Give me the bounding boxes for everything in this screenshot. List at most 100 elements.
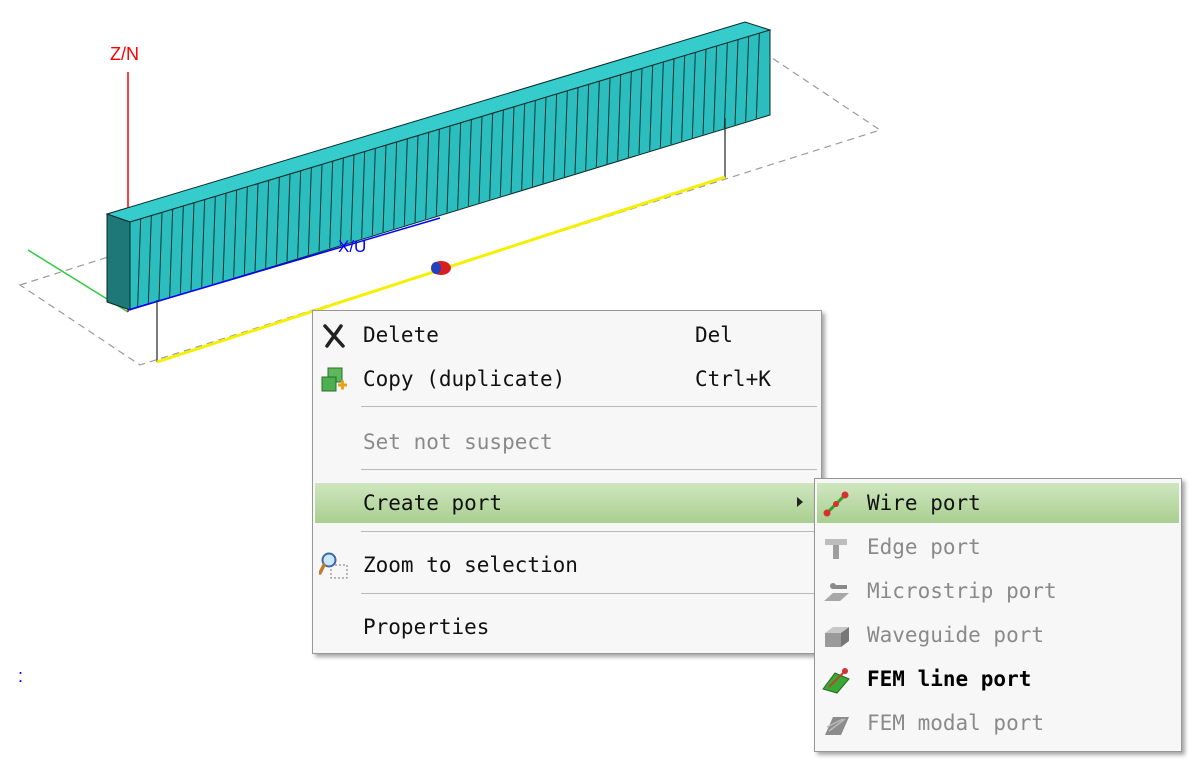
menu-item-label: Zoom to selection — [363, 553, 578, 577]
delete-x-icon — [323, 324, 345, 348]
menu-separator — [361, 469, 817, 470]
beam-mesh-line — [222, 193, 227, 281]
beam-mesh-line — [563, 90, 568, 177]
beam-mesh-line — [339, 157, 344, 246]
menu-item-label: Set not suspect — [363, 430, 553, 454]
context-menu: Delete Del Copy (duplicate) Ctrl+K Set n… — [312, 310, 822, 654]
menu-separator — [361, 531, 817, 532]
menu-item-label: Edge port — [867, 535, 981, 559]
beam-mesh-line — [243, 186, 248, 275]
beam-mesh-line — [755, 33, 760, 119]
beam-mesh-line — [137, 218, 142, 307]
beam-mesh-line — [393, 141, 398, 229]
menu-item-label: Delete — [363, 323, 439, 347]
z-axis-label: Z/N — [110, 44, 139, 64]
beam-mesh-line — [649, 65, 654, 151]
menu-item-delete[interactable]: Delete Del — [315, 315, 819, 355]
menu-item-label: Properties — [363, 615, 490, 639]
beam-mesh-line — [638, 68, 643, 155]
beam-mesh-line — [233, 189, 238, 278]
beam-mesh-line — [499, 109, 504, 197]
beam-mesh-line — [318, 164, 323, 252]
beam-solid[interactable] — [105, 21, 772, 311]
beam-mesh-line — [627, 71, 632, 158]
create-port-submenu: Wire port Edge port Microstrip port Wave… — [814, 478, 1182, 752]
beam-mesh-line — [307, 167, 312, 255]
beam-mesh-line — [617, 74, 622, 161]
beam-mesh-line — [606, 77, 611, 164]
beam-mesh-line — [510, 106, 515, 194]
menu-item-zoom-to-selection[interactable]: Zoom to selection — [315, 545, 819, 585]
menu-item-set-not-suspect[interactable]: Set not suspect — [315, 422, 819, 462]
submenu-item-wire-port[interactable]: Wire port — [817, 483, 1179, 523]
menu-item-label: FEM modal port — [867, 711, 1045, 735]
beam-mesh-line — [147, 215, 152, 304]
beam-mesh-line — [211, 196, 216, 285]
beam-mesh-line — [681, 55, 686, 142]
beam-end-face — [106, 213, 131, 311]
beam-mesh-line — [361, 151, 366, 239]
beam-mesh-line — [585, 84, 590, 171]
beam-mesh-line — [403, 138, 408, 226]
beam-mesh-line — [542, 97, 547, 184]
beam-mesh-line — [350, 154, 355, 242]
submenu-item-edge-port[interactable]: Edge port — [817, 527, 1179, 567]
beam-mesh-line — [478, 116, 483, 203]
menu-separator — [361, 593, 817, 594]
beam-mesh-line — [734, 39, 739, 125]
fem-modal-port-icon — [825, 717, 849, 735]
selection-marker-icon[interactable] — [431, 261, 451, 275]
menu-separator — [361, 406, 817, 407]
menu-item-properties[interactable]: Properties — [315, 607, 819, 647]
zoom-magnifier-icon — [319, 552, 348, 579]
beam-mesh-line — [275, 177, 280, 265]
beam-mesh-line — [190, 202, 195, 291]
menu-item-shortcut: Ctrl+K — [695, 367, 771, 391]
fem-line-port-icon — [822, 668, 850, 694]
beam-mesh-line — [702, 49, 707, 135]
menu-item-label: Create port — [363, 491, 503, 515]
x-axis-label: X/U — [338, 237, 366, 256]
microstrip-port-icon — [824, 583, 849, 601]
menu-item-label: FEM line port — [867, 667, 1032, 691]
beam-mesh-line — [382, 145, 387, 233]
submenu-item-fem-line-port[interactable]: FEM line port — [817, 659, 1179, 699]
beam-mesh-lines — [137, 33, 760, 307]
beam-mesh-line — [286, 173, 291, 262]
menu-item-copy-duplicate[interactable]: Copy (duplicate) Ctrl+K — [315, 359, 819, 399]
menu-item-create-port[interactable]: Create port — [315, 483, 819, 523]
beam-mesh-line — [435, 129, 440, 216]
beam-mesh-line — [329, 161, 334, 249]
beam-mesh-line — [659, 61, 664, 148]
copy-duplicate-icon — [321, 367, 347, 392]
beam-mesh-line — [414, 135, 419, 223]
waveguide-port-icon — [825, 627, 849, 647]
submenu-item-waveguide-port[interactable]: Waveguide port — [817, 615, 1179, 655]
beam-mesh-line — [713, 45, 718, 132]
beam-mesh-line — [553, 93, 558, 181]
submenu-item-microstrip-port[interactable]: Microstrip port — [817, 571, 1179, 611]
menu-item-label: Copy (duplicate) — [363, 367, 566, 391]
beam-mesh-line — [201, 199, 206, 288]
edge-port-icon — [825, 539, 847, 559]
menu-item-shortcut: Del — [695, 323, 733, 347]
beam-mesh-line — [297, 170, 302, 259]
beam-mesh-line — [531, 100, 536, 187]
beam-mesh-line — [745, 36, 750, 122]
beam-mesh-line — [595, 81, 600, 168]
beam-mesh-line — [691, 52, 696, 138]
beam-mesh-line — [467, 119, 472, 207]
submenu-item-fem-modal-port[interactable]: FEM modal port — [817, 703, 1179, 743]
menu-item-label: Wire port — [867, 491, 981, 515]
beam-mesh-line — [723, 42, 728, 129]
beam-mesh-line — [265, 180, 270, 268]
beam-mesh-line — [425, 132, 430, 220]
beam-mesh-line — [521, 103, 526, 190]
menu-item-label: Waveguide port — [867, 623, 1045, 647]
beam-mesh-line — [254, 183, 259, 272]
beam-mesh-line — [169, 209, 174, 298]
beam-mesh-line — [158, 212, 163, 301]
beam-mesh-line — [489, 113, 494, 200]
beam-mesh-line — [371, 148, 376, 236]
